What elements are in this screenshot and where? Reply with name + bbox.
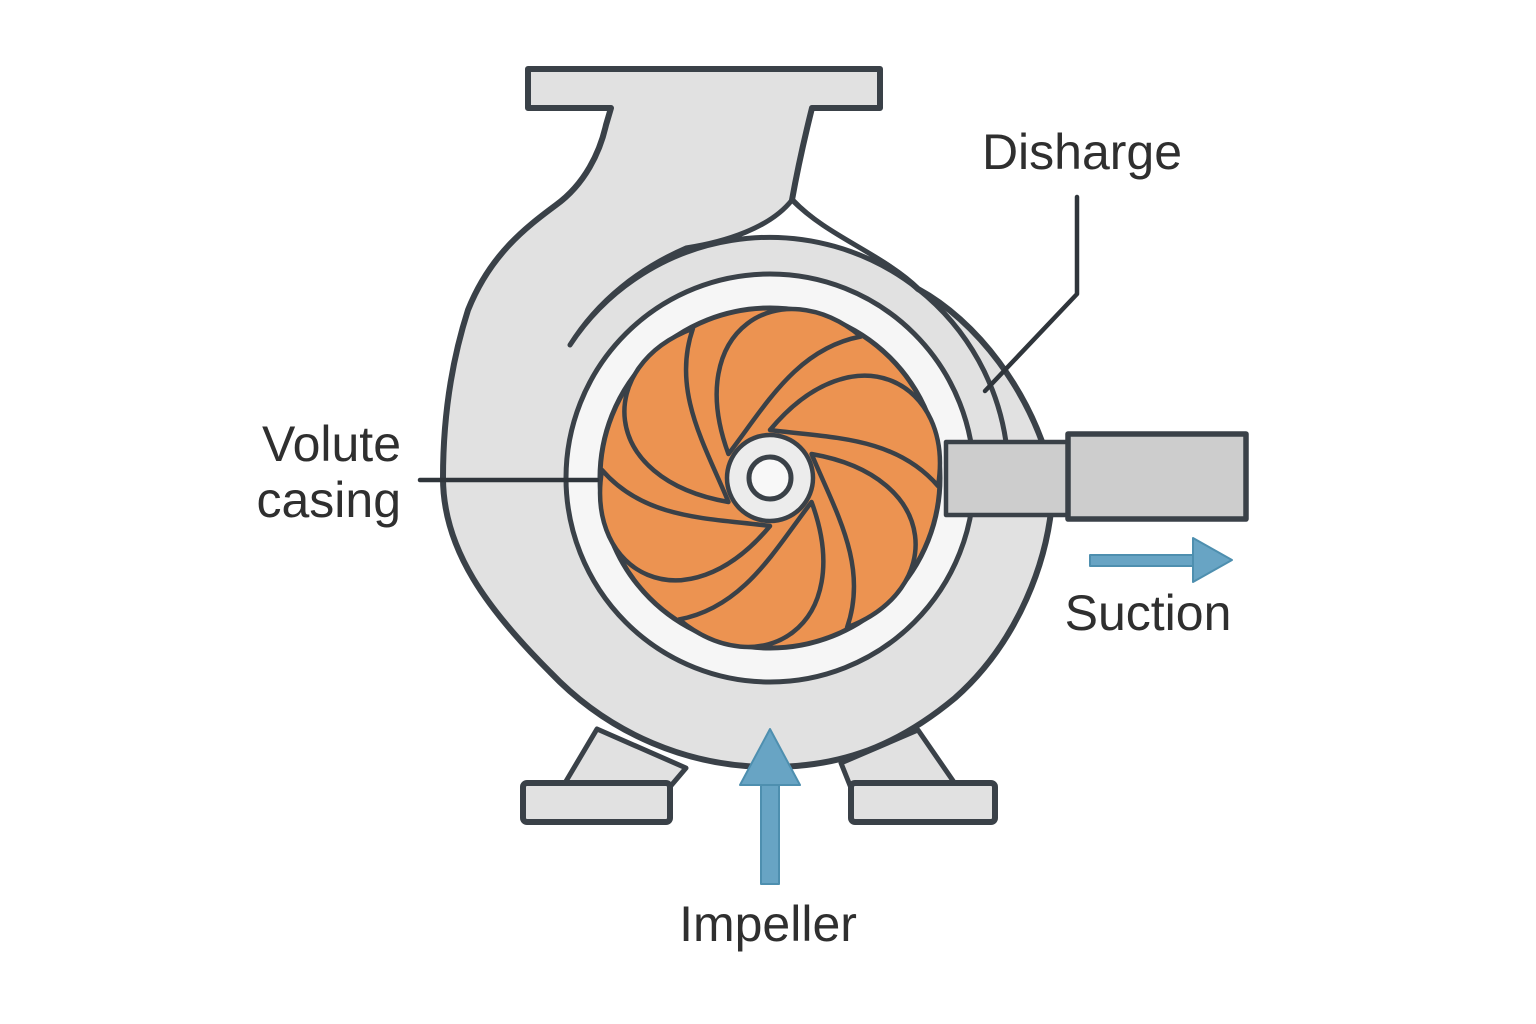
foot-right-base [848,780,998,825]
label-impeller: Impeller [679,896,857,952]
pump-feet [520,726,998,825]
impeller-blades [598,306,942,650]
leader-lines [417,194,1080,483]
impeller-blade [767,373,942,489]
label-volute-casing-line2: casing [256,472,401,528]
suction-flow-arrow-right-icon [1089,537,1233,583]
suction-pipe [943,431,1249,522]
label-discharge: Disharge [982,124,1182,180]
label-volute-casing-line1: Volute [262,416,401,472]
impeller-blade [622,326,731,505]
impeller-shaft [746,454,794,502]
label-suction: Suction [1065,585,1232,641]
volute-channel-gap [567,197,921,348]
impeller-blade [809,451,918,630]
casing-ring-outer-arc [915,286,1010,453]
impeller [597,305,943,651]
impeller-blade [598,467,773,583]
pump-drawing [417,66,1249,885]
foot-left-base [520,780,673,825]
impeller-flow-arrow-up-icon [739,728,801,885]
impeller-blade [676,499,826,650]
impeller-blade [714,306,864,457]
suction-pipe-outer [1065,431,1249,522]
leader-discharge [982,194,1080,394]
diagram-labels: Disharge Volute casing Suction Impeller [256,124,1231,952]
suction-pipe-inner [943,439,1071,518]
flow-arrows [739,537,1233,885]
